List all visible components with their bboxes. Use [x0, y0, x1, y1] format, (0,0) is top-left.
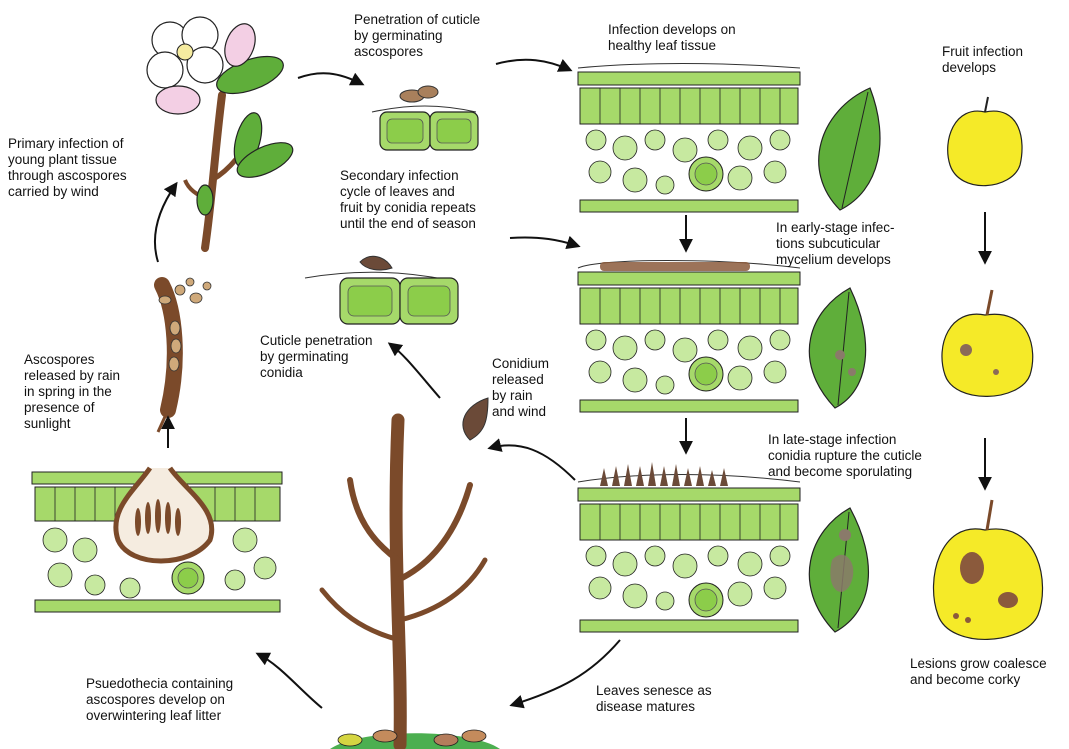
leaf-early-infected-icon [809, 288, 865, 408]
ascus-icon [158, 278, 211, 432]
label-early-stage: In early-stage infec- tions subcuticular… [776, 220, 895, 268]
arrow-penetration-to-infection [496, 60, 570, 70]
label-pseudothecia: Psuedothecia containing ascospores devel… [86, 676, 233, 724]
label-leaves-senesce: Leaves senesce as disease matures [596, 683, 712, 715]
arrow-conidium-to-cuticle [390, 344, 440, 398]
conidia-cuticle-icon [305, 256, 458, 324]
tissue-section-early [578, 261, 800, 413]
pseudothecium-section [32, 468, 282, 612]
label-secondary-infection: Secondary infection cycle of leaves and … [340, 168, 476, 232]
tree-icon [322, 420, 500, 749]
leaf-late-infected-icon [809, 508, 868, 632]
label-cuticle-penetration-conidia: Cuticle penetration by germinating conid… [260, 333, 373, 381]
label-conidium-released: Conidium released by rain and wind [492, 356, 549, 420]
arrow-ascus-to-flower [155, 184, 176, 262]
arrow-flower-to-penetration [298, 73, 362, 84]
label-primary-infection: Primary infection of young plant tissue … [8, 136, 127, 200]
apple-early-lesion-icon [942, 290, 1033, 396]
leaf-icon [819, 88, 880, 210]
ascospore-cuticle-icon [372, 86, 478, 150]
tissue-section-healthy [578, 64, 800, 213]
conidium-icon [463, 398, 488, 440]
label-infection-develops: Infection develops on healthy leaf tissu… [608, 22, 736, 54]
arrow-secondary-to-tissue [510, 237, 578, 246]
label-lesions: Lesions grow coalesce and become corky [910, 656, 1047, 688]
arrow-litter-to-pseudothecia [258, 654, 322, 708]
flower-branch-icon [147, 17, 298, 248]
label-late-stage: In late-stage infection conidia rupture … [768, 432, 922, 480]
tissue-section-late [578, 462, 800, 632]
arrow-late-to-conidium [490, 445, 575, 480]
label-ascospores-released: Ascospores released by rain in spring in… [24, 352, 120, 432]
label-fruit-infection: Fruit infection develops [942, 44, 1023, 76]
apple-late-lesion-icon [933, 500, 1042, 639]
apple-icon [948, 97, 1022, 186]
label-penetration-ascospores: Penetration of cuticle by germinating as… [354, 12, 480, 60]
